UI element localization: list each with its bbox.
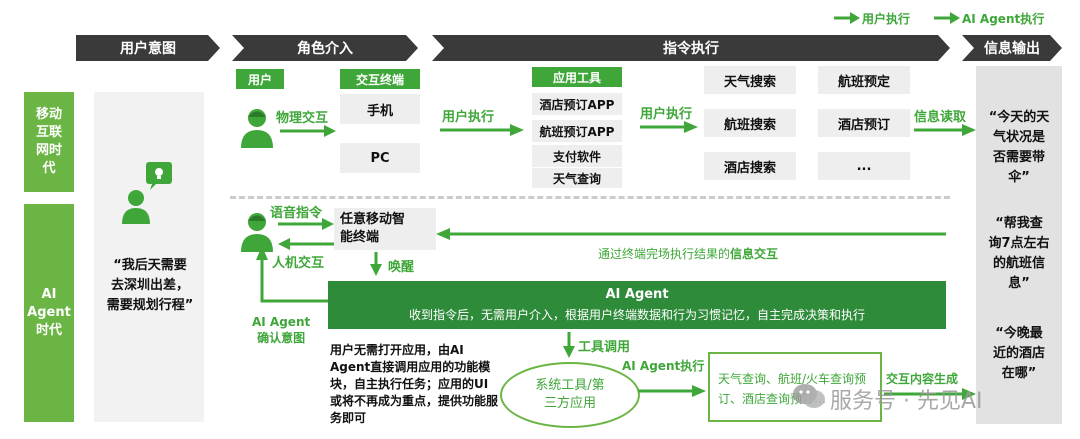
agent-banner: AI Agent 收到指令后，无需用户介入，根据用户终端数据和行为习惯记忆，自主…: [328, 281, 946, 329]
app-hotel: 酒店预订APP: [532, 93, 622, 115]
output-panel: [976, 66, 1062, 424]
func-more: ...: [818, 152, 910, 180]
wake-label: 唤醒: [388, 260, 415, 275]
func-flight-search: 航班搜索: [704, 109, 796, 137]
era-agent: AI Agent 时代: [24, 204, 74, 422]
voice-user-icon: [241, 213, 273, 252]
any-terminal-box: 任意移动智 能终端: [334, 208, 436, 250]
info-exchange-arrow: [436, 228, 946, 240]
info-read: 信息读取: [914, 110, 967, 125]
output-quote-2: “帮我查 询7点左右 的航班信 息”: [988, 216, 1050, 291]
user-icon: [241, 109, 273, 148]
info-exchange-text: 通过终端完场执行结果的信息交互: [598, 245, 778, 262]
agent-confirm: AI Agent 确认意图: [252, 315, 311, 345]
info-exchange-prefix: 通过终端完场执行结果的: [598, 247, 731, 261]
agent-paragraph: 用户无需打开应用，由AI Agent直接调用应用的功能模块，自主执行任务；应用的…: [330, 343, 499, 425]
agent-exec-arrow: [638, 385, 706, 397]
legend-agent-arrow: [934, 12, 960, 24]
tool-call-arrow: [563, 332, 575, 358]
legend-user-arrow: [834, 12, 860, 24]
legend-user-exec: 用户执行: [862, 12, 911, 26]
func-hotel-search: 酒店搜索: [704, 152, 796, 180]
human-interact-arrow: [278, 238, 334, 250]
human-interaction: 人机交互: [272, 256, 325, 271]
agent-title: AI Agent: [605, 287, 669, 302]
pc-box: PC: [340, 143, 420, 173]
func-flight-book: 航班预定: [818, 66, 910, 94]
agent-exec-label: AI Agent执行: [622, 359, 705, 373]
func-hotel-book: 酒店预订: [818, 109, 910, 137]
user-exec-arrow-2: [640, 121, 698, 133]
user-exec-1: 用户执行: [442, 110, 495, 125]
terminal-label: 交互终端: [340, 69, 420, 89]
tool-call: 工具调用: [578, 340, 631, 355]
user-exec-arrow-1: [440, 124, 524, 136]
app-weather: 天气查询: [532, 168, 622, 188]
section-divider: [230, 196, 950, 199]
watermark: 服务号 · 先见AI: [830, 389, 983, 414]
confirm-loop-arrow: [256, 246, 332, 303]
physical-arrow: [280, 125, 336, 137]
user-exec-2: 用户执行: [640, 107, 693, 122]
era-mobile: 移动 互联 网时 代: [24, 92, 74, 192]
stage-role: 角色介入: [232, 35, 418, 61]
stage-command: 指令执行: [432, 35, 950, 61]
output-quote-1: “今天的天 气状况是 否需要带 伞”: [988, 110, 1050, 185]
app-flight: 航班预订APP: [532, 120, 622, 142]
func-weather-search: 天气搜索: [704, 66, 796, 94]
system-tools-text: 系统工具/第 三方应用: [535, 378, 605, 411]
user-label: 用户: [236, 69, 284, 89]
legend-agent-exec: AI Agent执行: [962, 12, 1045, 26]
stage-output: 信息输出: [962, 35, 1062, 61]
content-gen-arrow: [884, 388, 976, 400]
physical-interaction: 物理交互: [276, 111, 329, 126]
intent-quote: “我后天需要 去深圳出差， 需要规划行程”: [106, 258, 194, 313]
intent-panel: [94, 92, 204, 422]
app-pay: 支付软件: [532, 145, 622, 167]
content-gen: 交互内容生成: [886, 372, 959, 386]
agent-desc: 收到指令后，无需用户介入，根据用户终端数据和行为习惯记忆，自主完成决策和执行: [408, 308, 865, 322]
info-exchange-bold: 信息交互: [730, 247, 779, 261]
phone-box: 手机: [340, 94, 420, 124]
stage-intent: 用户意图: [76, 35, 220, 61]
system-tools-oval: 系统工具/第 三方应用: [500, 362, 640, 428]
voice-arrow: [278, 218, 334, 230]
output-quote-3: “今晚最 近的酒店 在哪”: [992, 326, 1045, 381]
info-read-arrow: [914, 124, 976, 136]
thinking-person-icon: [122, 162, 172, 224]
app-tools-label: 应用工具: [532, 67, 622, 87]
voice-command: 语音指令: [270, 206, 323, 221]
wake-arrow: [370, 252, 382, 276]
watermark-logo-icon: [793, 384, 825, 408]
